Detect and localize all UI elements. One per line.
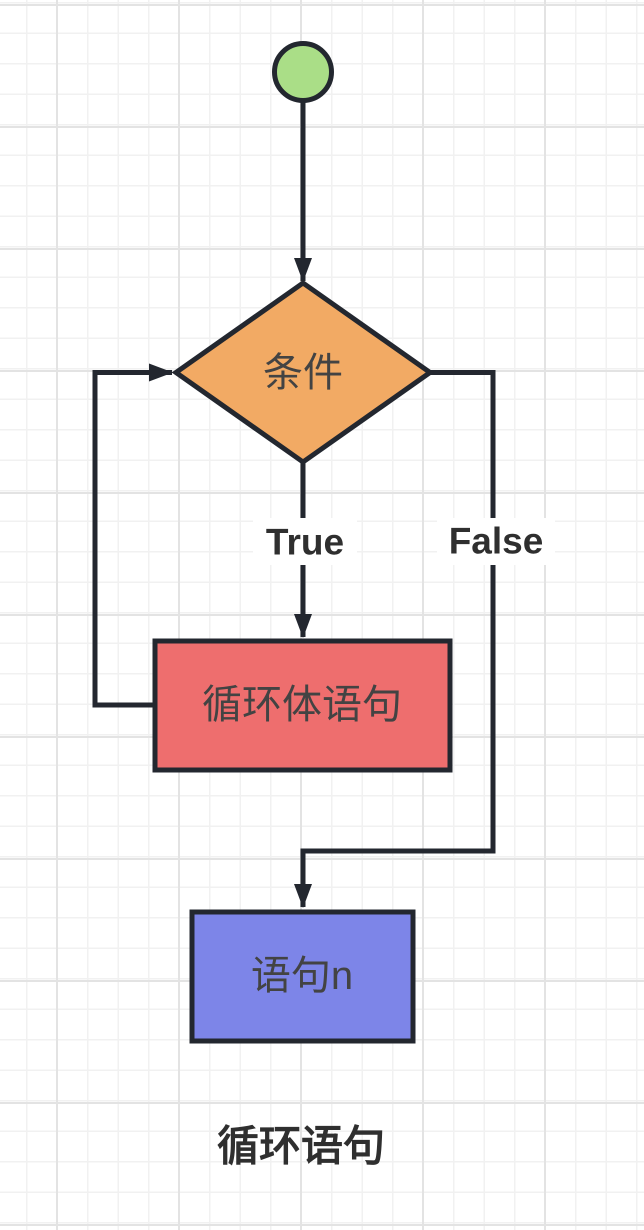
loop-body-label: 循环体语句 xyxy=(202,683,402,727)
diagram-caption: 循环语句 xyxy=(217,1123,385,1170)
false-edge-label: False xyxy=(449,521,544,562)
true-edge-label: True xyxy=(266,522,344,563)
start-node xyxy=(272,41,334,103)
condition-node xyxy=(171,279,435,466)
edge-condition-false-to-statement-n xyxy=(294,370,496,908)
statement-n-label: 语句n xyxy=(251,954,353,998)
loop-body-node xyxy=(152,638,453,773)
false-label-background xyxy=(437,518,555,565)
condition-label: 条件 xyxy=(263,351,343,395)
true-label-background xyxy=(253,518,357,565)
edge-loopback-to-condition xyxy=(92,363,173,708)
statement-n-node xyxy=(189,909,416,1044)
